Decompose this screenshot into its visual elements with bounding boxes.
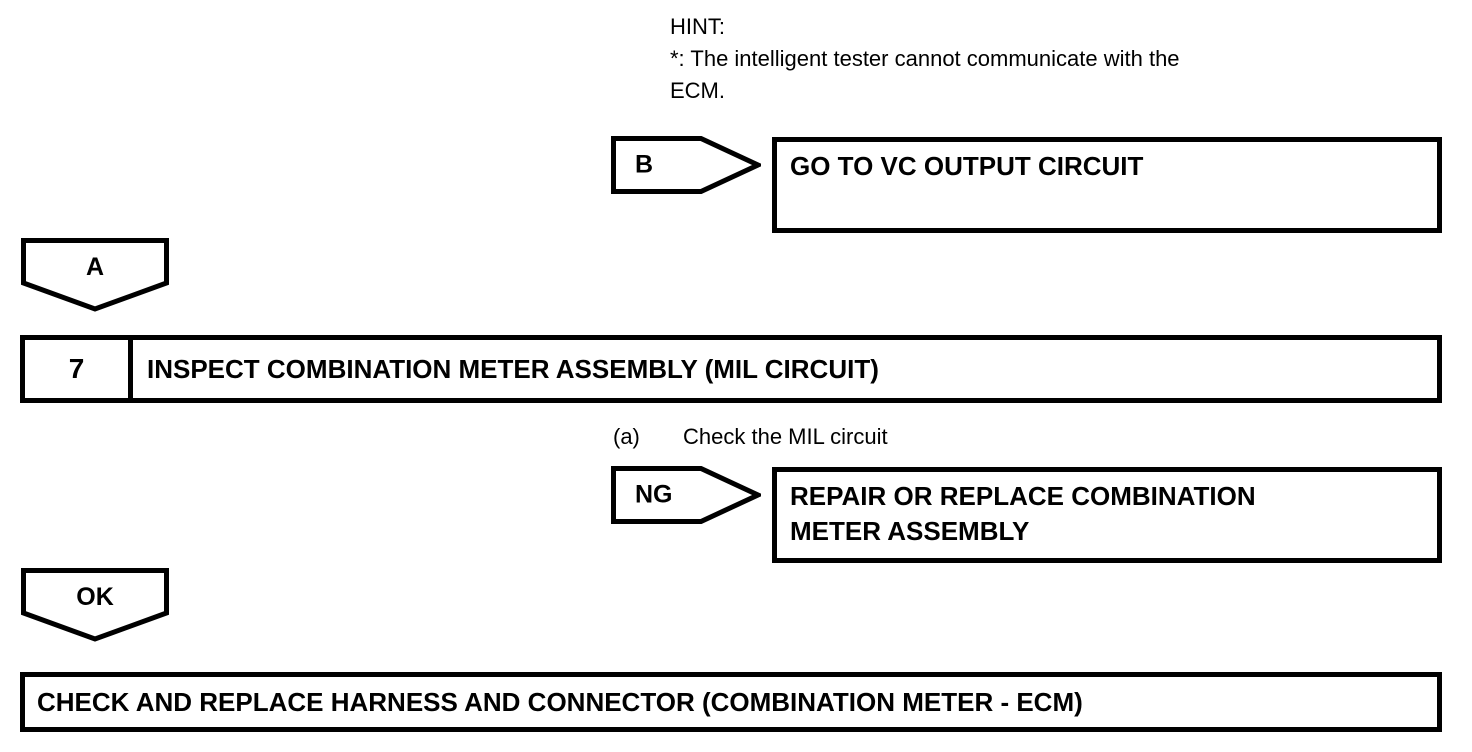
substep-text: Check the MIL circuit [683,424,888,449]
hint-line-1: *: The intelligent tester cannot communi… [670,46,1180,71]
down-pentagon-icon [21,238,169,312]
connector-a-label: A [85,253,105,281]
step-title: INSPECT COMBINATION METER ASSEMBLY (MIL … [147,353,879,384]
connector-ok-label: OK [76,583,114,611]
connector-ng: NG [611,466,761,524]
step-number: 7 [25,340,133,398]
result-line-2: METER ASSEMBLY [790,516,1030,546]
right-arrow-pentagon-icon [611,466,761,524]
connector-b-label: B [635,150,654,179]
substep-marker: (a) [613,424,640,449]
hint-line-2: ECM. [670,78,725,103]
connector-b: B [611,136,761,194]
connector-a: A [21,238,169,312]
hint-label: HINT: [670,14,725,39]
result-line-1: REPAIR OR REPLACE COMBINATION [790,481,1256,511]
connector-ok: OK [21,568,169,642]
down-pentagon-icon [21,568,169,642]
substep-a: (a) Check the MIL circuit [613,424,888,450]
final-action-box: CHECK AND REPLACE HARNESS AND CONNECTOR … [20,672,1442,732]
result-box-repair-or-replace: REPAIR OR REPLACE COMBINATION METER ASSE… [772,467,1442,563]
hint-note: HINT: *: The intelligent tester cannot c… [670,11,1180,107]
connector-ng-label: NG [635,480,673,509]
result-text: GO TO VC OUTPUT CIRCUIT [790,151,1144,181]
final-action-text: CHECK AND REPLACE HARNESS AND CONNECTOR … [37,686,1083,717]
result-box-go-to-vc-output-circuit: GO TO VC OUTPUT CIRCUIT [772,137,1442,233]
right-arrow-pentagon-icon [611,136,761,194]
step-7-header: 7 INSPECT COMBINATION METER ASSEMBLY (MI… [20,335,1442,403]
